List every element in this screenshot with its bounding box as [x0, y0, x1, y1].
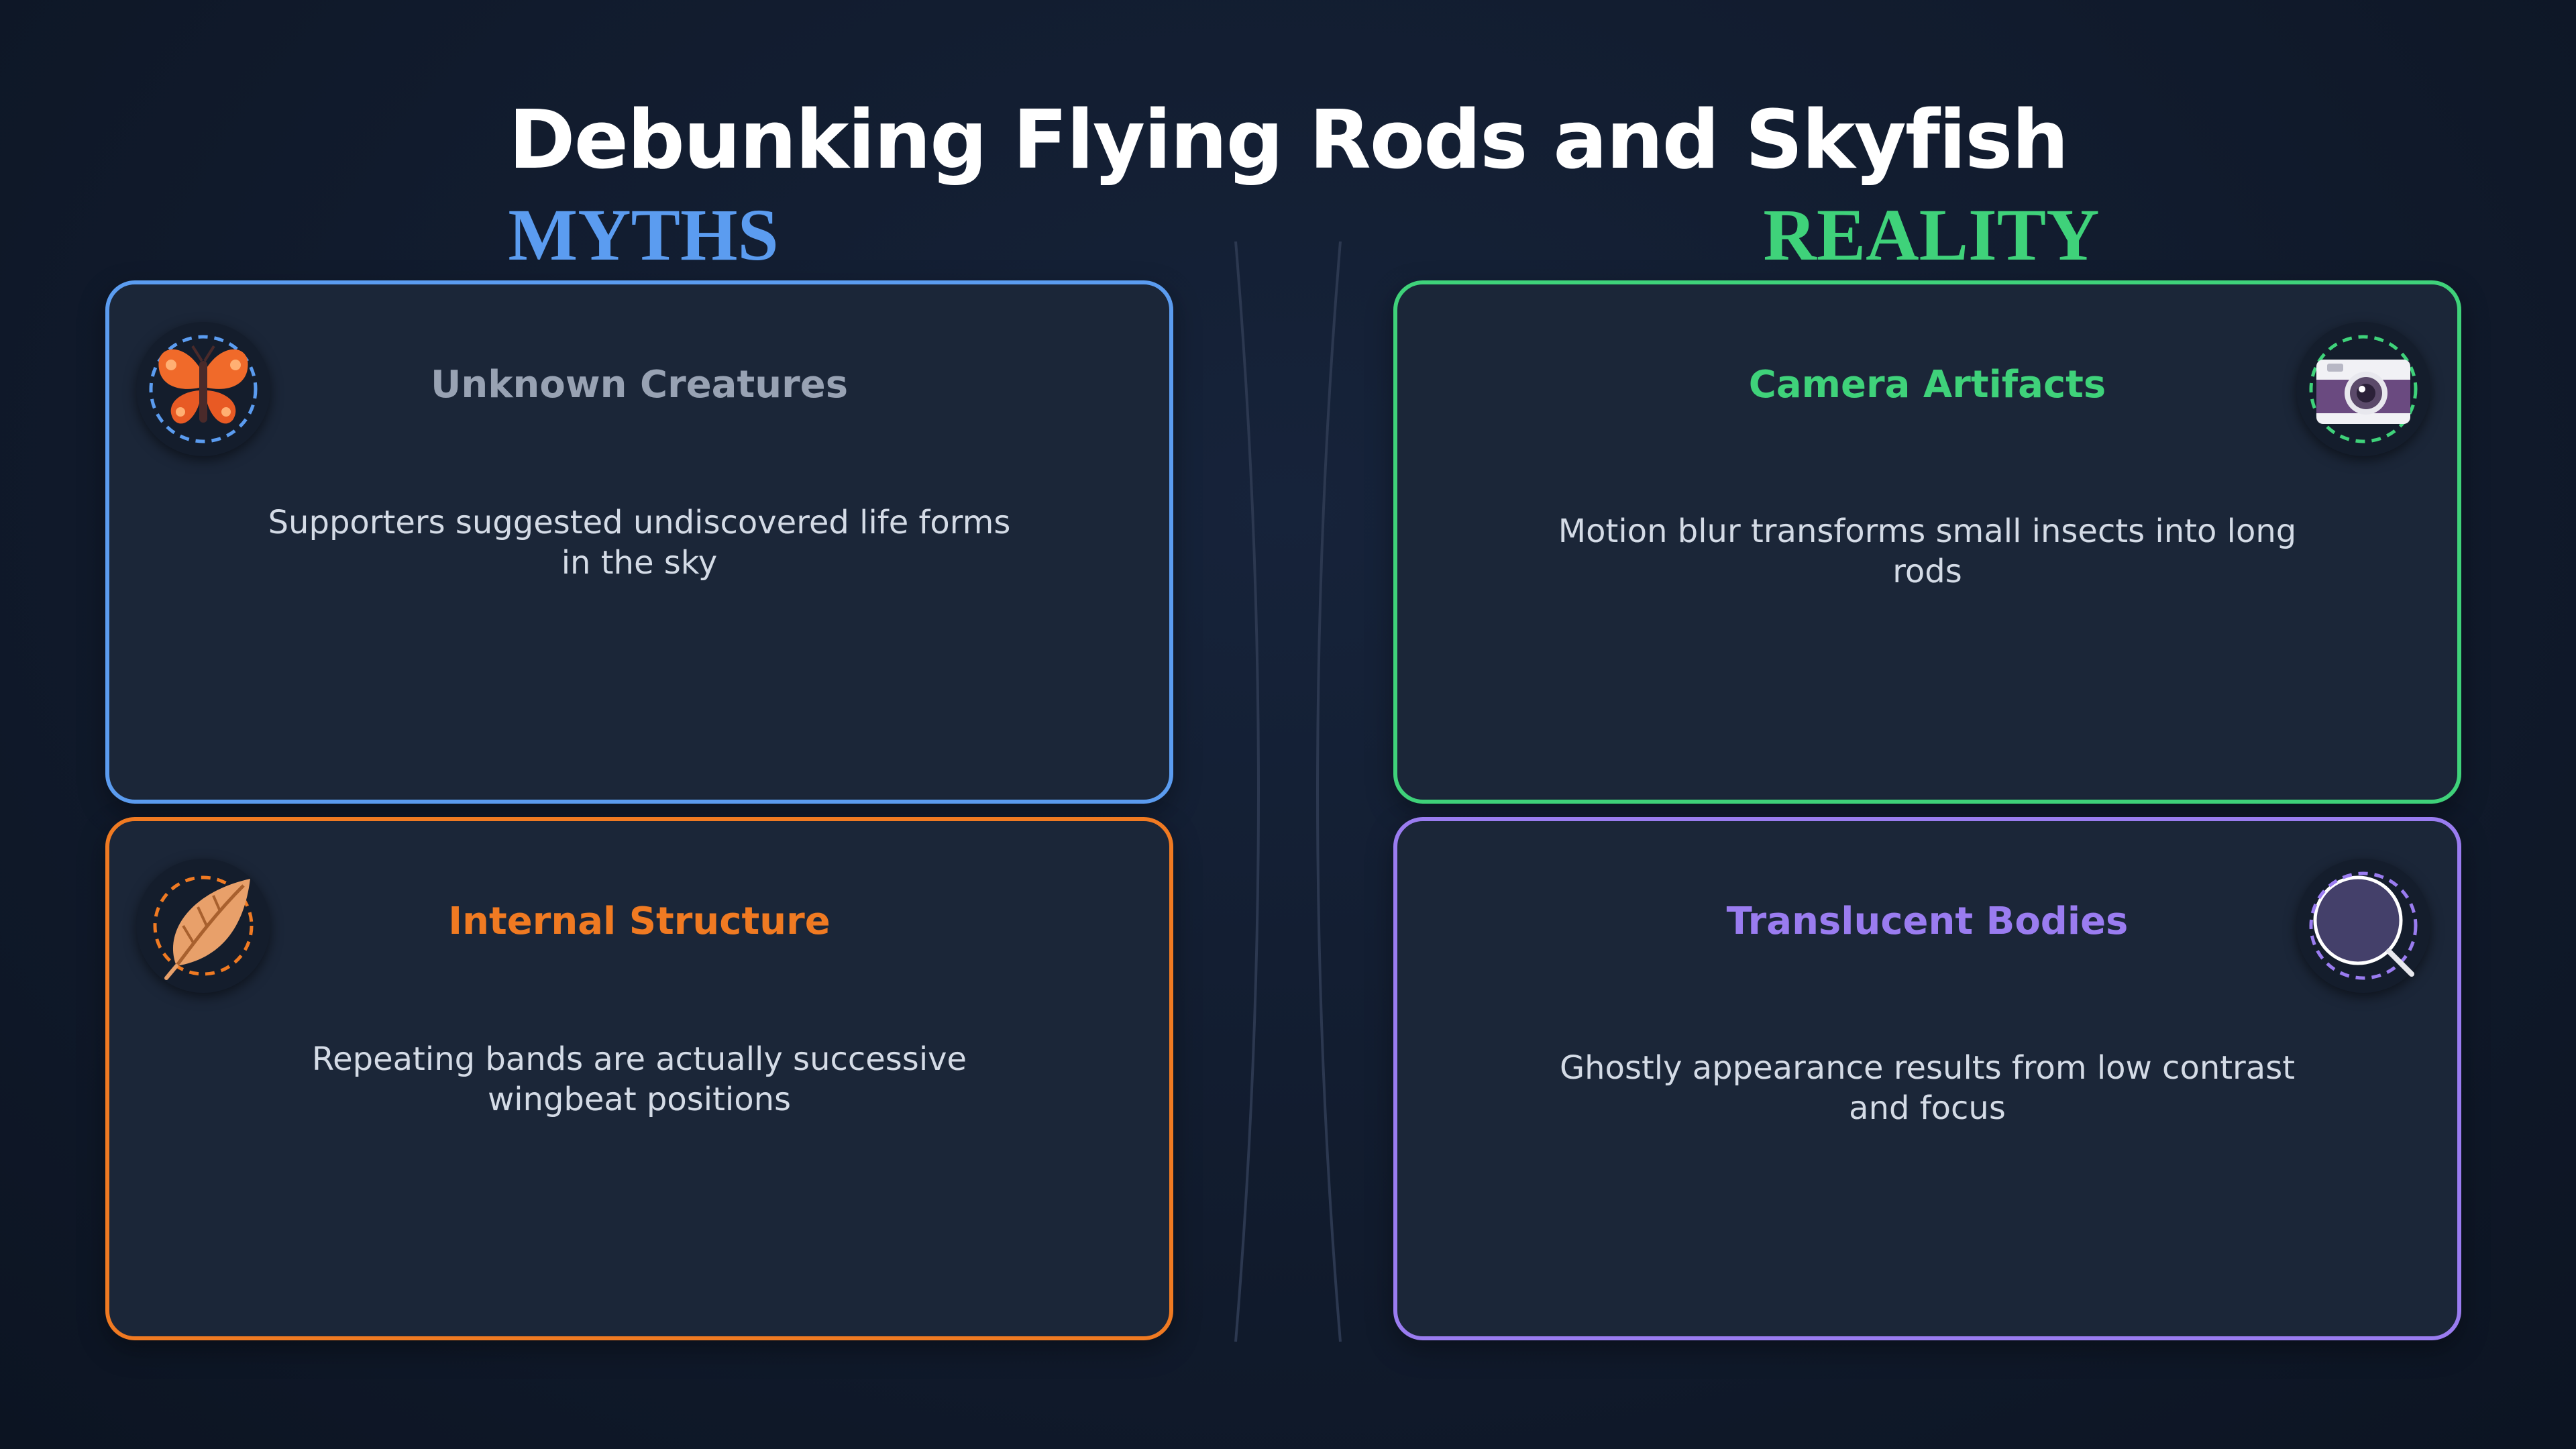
card-title: Translucent Bodies [1726, 900, 2129, 943]
myth-card-unknown-creatures: Unknown Creatures Supporters suggested u… [105, 280, 1173, 804]
card-title: Camera Artifacts [1748, 363, 2106, 407]
page-title: Debunking Flying Rods and Skyfish [508, 94, 2069, 187]
myths-heading: MYTHS [508, 194, 779, 276]
leaf-icon [136, 859, 270, 993]
reality-heading: REALITY [1763, 194, 2100, 276]
myth-card-internal-structure: Internal Structure Repeating bands are a… [105, 817, 1173, 1340]
magnifier-icon [2296, 859, 2430, 993]
reality-card-camera-artifacts: Camera Artifacts Motion blur transforms … [1393, 280, 2461, 804]
card-description: Supporters suggested undiscovered life f… [268, 504, 1011, 582]
card-description: Repeating bands are actually successive … [311, 1040, 967, 1118]
butterfly-icon [136, 322, 270, 456]
card-description: Ghostly appearance results from low cont… [1559, 1049, 2296, 1127]
center-divider [1234, 241, 1342, 1342]
card-description: Motion blur transforms small insects int… [1558, 513, 2297, 590]
card-title: Internal Structure [448, 900, 830, 943]
camera-icon [2296, 322, 2430, 456]
card-title: Unknown Creatures [430, 363, 849, 407]
reality-card-translucent-bodies: Translucent Bodies Ghostly appearance re… [1393, 817, 2461, 1340]
